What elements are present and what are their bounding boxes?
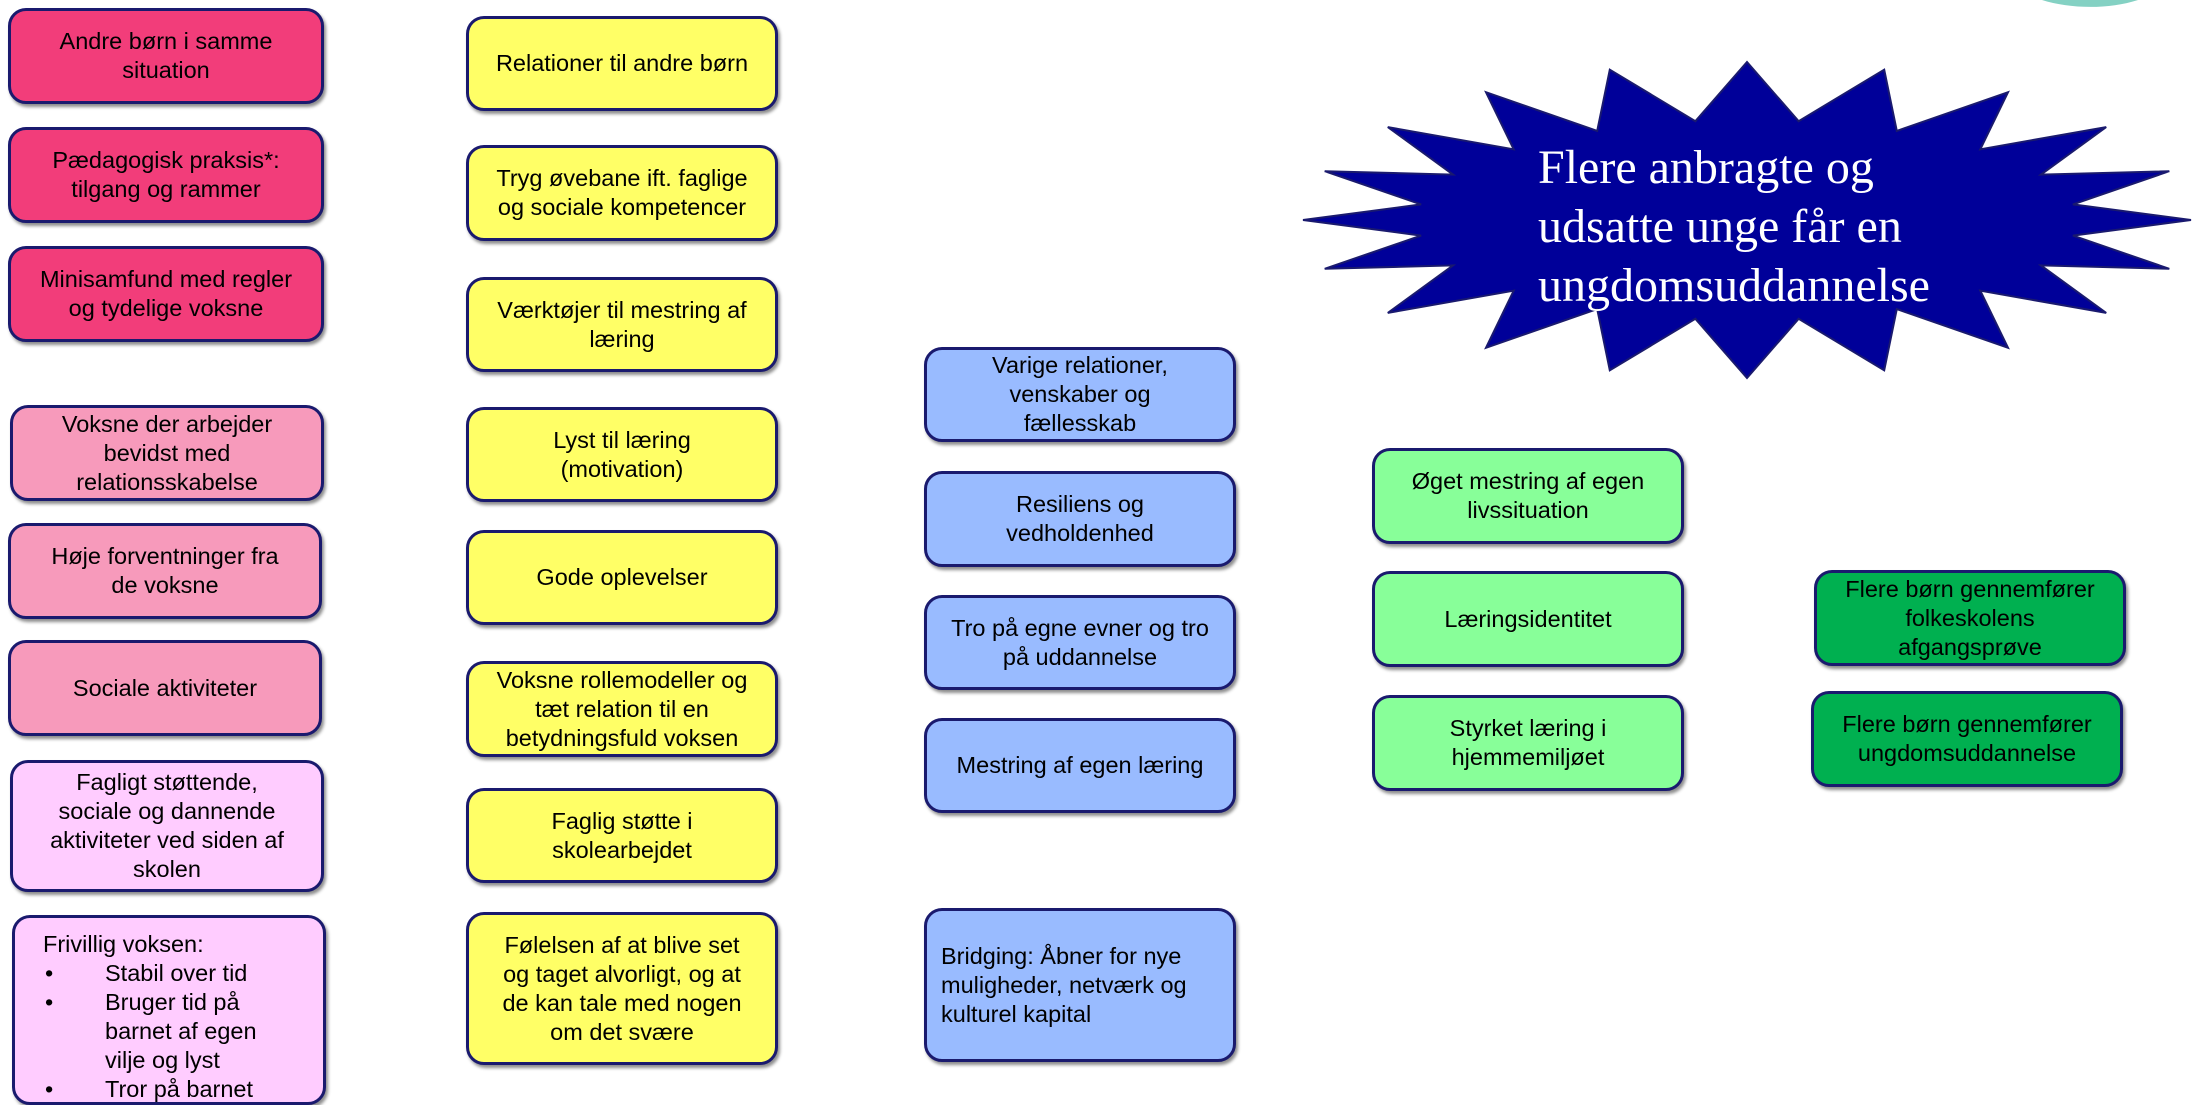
mechanism-label: Lyst til læring (motivation): [553, 426, 691, 482]
volunteer-bullet: Tror på barnet: [43, 1075, 257, 1104]
mechanism-label: Tryg øvebane ift. faglige og sociale kom…: [496, 165, 748, 220]
effect-box: Styrket læring i hjemmemiljøet: [1372, 695, 1684, 791]
factor-box: Sociale aktiviteter: [8, 640, 322, 736]
factor-box: Pædagogisk praksis*: tilgang og rammer: [8, 127, 324, 223]
starburst-shape: [1302, 60, 2192, 380]
outcome-box: Mestring af egen læring: [924, 718, 1236, 813]
effect-box: Læringsidentitet: [1372, 571, 1684, 667]
factor-label: Høje forventninger fra de voksne: [51, 543, 279, 598]
outcome-label: Varige relationer, venskaber og fællessk…: [992, 352, 1168, 436]
outcome-label: Mestring af egen læring: [956, 752, 1204, 778]
factor-label: Fagligt støttende, sociale og dannende a…: [50, 769, 284, 882]
outcome-box: Bridging: Åbner for nye muligheder, netv…: [924, 908, 1236, 1062]
outcome-box: Tro på egne evner og tro på uddannelse: [924, 595, 1236, 690]
outcome-box: Resiliens og vedholdenhed: [924, 471, 1236, 567]
factor-box: Minisamfund med regler og tydelige voksn…: [8, 246, 324, 342]
outcome-label: Resiliens og vedholdenhed: [1006, 491, 1154, 546]
mechanism-box: Følelsen af at blive set og taget alvorl…: [466, 912, 778, 1065]
mechanism-box: Faglig støtte i skolearbejdet: [466, 788, 778, 883]
mechanism-box: Tryg øvebane ift. faglige og sociale kom…: [466, 145, 778, 241]
volunteer-bullet: Stabil over tid: [43, 959, 257, 988]
factor-label: Minisamfund med regler og tydelige voksn…: [39, 266, 293, 321]
effect-label: Læringsidentitet: [1444, 605, 1612, 632]
mechanism-label: Gode oplevelser: [536, 564, 708, 590]
factor-label: Andre børn i samme situation: [59, 28, 273, 83]
mechanism-box: Voksne rollemodeller og tæt relation til…: [466, 661, 778, 757]
factor-box: Andre børn i samme situation: [8, 8, 324, 104]
mechanism-label: Værktøjer til mestring af læring: [497, 296, 747, 352]
factor-box: Voksne der arbejder bevidst med relation…: [10, 405, 324, 501]
factor-box: Høje forventninger fra de voksne: [8, 523, 322, 619]
outcome-label: Bridging: Åbner for nye muligheder, netv…: [941, 942, 1187, 1027]
mechanism-label: Relationer til andre børn: [495, 50, 749, 76]
mechanism-label: Følelsen af at blive set og taget alvorl…: [502, 931, 742, 1045]
factor-label: Sociale aktiviteter: [72, 674, 258, 701]
result-box: Flere børn gennemfører folkeskolens afga…: [1814, 570, 2126, 666]
factor-label: Voksne der arbejder bevidst med relation…: [61, 410, 273, 495]
factor-label: Pædagogisk praksis*: tilgang og rammer: [52, 147, 280, 202]
mechanism-label: Voksne rollemodeller og tæt relation til…: [496, 666, 748, 751]
mechanism-box: Relationer til andre børn: [466, 16, 778, 111]
result-box: Flere børn gennemfører ungdomsuddannelse: [1811, 691, 2123, 787]
mechanism-label: Faglig støtte i skolearbejdet: [551, 807, 693, 863]
effect-box: Øget mestring af egen livssituation: [1372, 448, 1684, 544]
goal-starburst: [1302, 60, 2192, 380]
volunteer-title: Frivillig voksen:: [43, 931, 204, 957]
factor-box: Fagligt støttende, sociale og dannende a…: [10, 760, 324, 892]
effect-label: Styrket læring i hjemmemiljøet: [1449, 715, 1607, 770]
mechanism-box: Værktøjer til mestring af læring: [466, 277, 778, 372]
mechanism-box: Gode oplevelser: [466, 530, 778, 625]
outcome-label: Tro på egne evner og tro på uddannelse: [951, 614, 1209, 670]
volunteer-bullet: Bruger tid på barnet af egen vilje og ly…: [43, 988, 257, 1075]
outcome-box: Varige relationer, venskaber og fællessk…: [924, 347, 1236, 442]
result-label: Flere børn gennemfører ungdomsuddannelse: [1842, 711, 2092, 766]
effect-label: Øget mestring af egen livssituation: [1411, 468, 1645, 523]
result-label: Flere børn gennemfører folkeskolens afga…: [1845, 575, 2095, 660]
goal-title: Flere anbragte og udsatte unge får en un…: [1538, 141, 1930, 312]
leaf-logo-icon: [2042, 0, 2138, 7]
mechanism-box: Lyst til læring (motivation): [466, 407, 778, 502]
volunteer-box: Frivillig voksen: Stabil over tid Bruger…: [12, 915, 326, 1105]
